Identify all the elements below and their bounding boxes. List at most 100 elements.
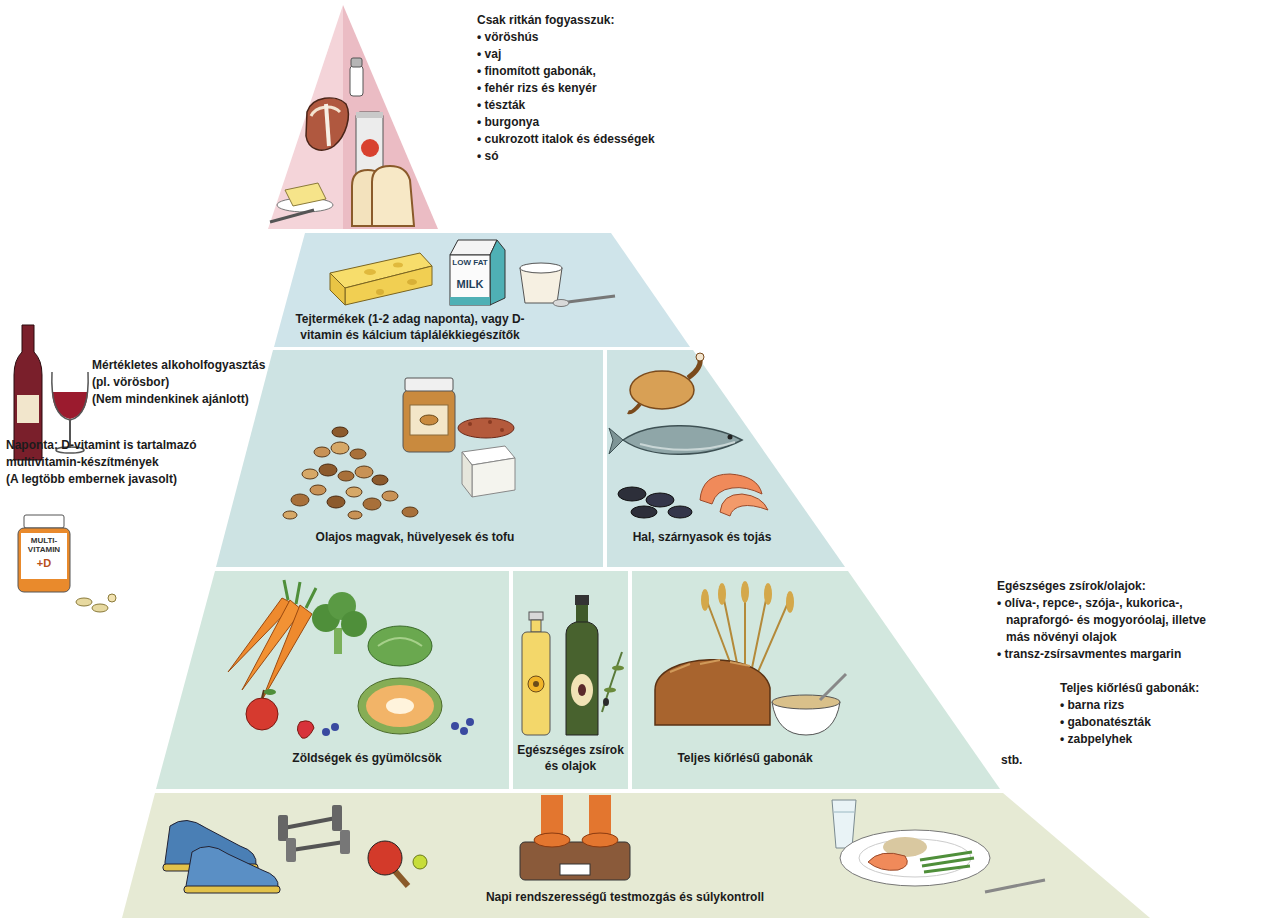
nut-pile-part <box>283 511 297 519</box>
lettuce-part <box>378 638 422 646</box>
bread-slices-part <box>372 166 414 226</box>
melon-part <box>358 678 442 734</box>
nut-pile-part <box>310 485 326 495</box>
feet-on-scale-part <box>520 842 630 880</box>
top-tier-triangle <box>268 5 438 229</box>
oil-bottles-part <box>566 622 598 735</box>
label-slot: • vöröshús <box>477 29 539 46</box>
label-slot: Mértékletes alkoholfogyasztás (pl. vörös… <box>92 357 272 391</box>
list-item: • vöröshús <box>477 29 539 46</box>
peanut-butter-jar-part <box>410 405 448 435</box>
feet-on-scale-part <box>582 833 618 847</box>
berries-part <box>331 723 339 731</box>
package-text: MULTI-VITAMIN <box>23 536 65 554</box>
package-text: LOW FAT <box>452 258 488 267</box>
cheese-part <box>364 269 376 275</box>
lentils-part <box>458 418 514 438</box>
melon <box>358 678 442 734</box>
list-item: • olíva-, repce-, szója-, kukorica-, nap… <box>997 595 1209 646</box>
label-slot: LOW FAT <box>452 258 488 267</box>
note-heading: Csak ritkán fogyasszuk: <box>477 12 614 29</box>
fats-panel: Egészséges zsírok és olajok <box>513 571 628 789</box>
lentils-part <box>488 420 492 424</box>
tier-label: Hal, szárnyasok és tojás <box>612 529 792 545</box>
peanut-butter-jar <box>403 378 455 452</box>
nut-pile-part <box>372 475 388 485</box>
feet-on-scale-part <box>534 833 570 847</box>
milk-carton-part <box>450 255 490 305</box>
wheat-sheaf-part <box>718 583 726 605</box>
vitamin-bottle-part <box>18 528 70 592</box>
lentils-part <box>468 422 472 426</box>
label-slot: (Nem mindenkinek ajánlott) <box>92 391 249 408</box>
label-slot: Teljes kiőrlésű gabonák: <box>1060 680 1199 697</box>
ping-pong-paddle-part <box>413 855 427 869</box>
band-fill <box>156 571 509 789</box>
wheat-sheaf-part <box>786 591 794 613</box>
dinner-plate-part <box>868 853 907 870</box>
list-item: • vaj <box>477 46 501 63</box>
mussels-part <box>646 493 674 507</box>
sneakers-part <box>184 886 280 893</box>
dumbbells-part <box>340 830 350 854</box>
band-fill <box>274 233 690 347</box>
salt-shaker-part <box>351 58 362 67</box>
yogurt-cup-part <box>520 263 562 273</box>
note-heading: Teljes kiőrlésű gabonák: <box>1060 680 1199 697</box>
side-note: (A legtöbb embernek javasolt) <box>6 471 177 488</box>
tier-label: Olajos magvak, hüvelyesek és tofu <box>300 529 530 545</box>
dinner-plate-part <box>840 830 990 886</box>
oil-bottles-part <box>604 688 616 693</box>
milk-carton <box>450 240 505 305</box>
water-glass <box>832 800 856 848</box>
nut-pile-part <box>314 447 330 457</box>
milk-carton-part <box>490 240 505 305</box>
milk-carton-part <box>450 240 497 255</box>
tofu <box>462 446 515 497</box>
peanut-butter-jar-part <box>420 415 438 425</box>
oil-bottles-part <box>531 620 541 632</box>
bread-loaf-part <box>655 660 770 725</box>
nuts-panel: Olajos magvak, hüvelyesek és tofu <box>216 350 603 567</box>
roast-chicken-part <box>630 371 694 409</box>
feet-on-scale-part <box>589 795 611 835</box>
label-slot: Egészséges zsírok/olajok: <box>997 578 1146 595</box>
cheese-part <box>407 279 417 285</box>
label-slot: • fehér rizs és kenyér <box>477 80 597 97</box>
label-slot: +D <box>23 557 65 570</box>
label-slot: • zabpelyhek <box>1060 731 1132 748</box>
list-item: • cukrozott italok és édességek <box>477 131 655 148</box>
tier-label: Tejtermékek (1-2 adag naponta), vagy D-v… <box>290 311 530 343</box>
vitamin-bottle <box>18 515 116 612</box>
nut-pile-part <box>319 464 337 476</box>
steak-part <box>326 104 329 146</box>
label-slot: stb. <box>1001 752 1022 769</box>
wheat-sheaf-part <box>701 589 709 611</box>
berries-part <box>466 718 474 726</box>
lettuce-part <box>368 626 432 666</box>
label-slot: • só <box>477 148 499 165</box>
bread-loaf <box>655 660 770 725</box>
cheese-part <box>376 289 384 295</box>
tier-label: Egészséges zsírok és olajok <box>516 742 625 774</box>
roast-chicken-part <box>696 353 704 361</box>
band-fill <box>632 571 1000 789</box>
note-heading: Egészséges zsírok/olajok: <box>997 578 1146 595</box>
nut-pile-part <box>331 442 349 454</box>
side-note: Mértékletes alkoholfogyasztás (pl. vörös… <box>92 357 272 391</box>
label-slot: Csak ritkán fogyasszuk: <box>477 12 614 29</box>
yogurt-cup-part <box>553 300 569 307</box>
oil-bottles-part <box>529 612 543 620</box>
berries-part <box>322 728 330 736</box>
melon-part <box>386 698 414 714</box>
fish-panel: Hal, szárnyasok és tojás <box>607 350 845 567</box>
label-slot: MILK <box>451 278 489 291</box>
package-text: +D <box>23 557 65 570</box>
list-item: • burgonya <box>477 114 539 131</box>
nut-pile-part <box>327 496 345 508</box>
nut-pile-part <box>338 471 354 481</box>
label-slot: • barna rizs <box>1060 697 1124 714</box>
label-slot: • olíva-, repce-, szója-, kukorica-, nap… <box>997 595 1209 646</box>
list-item: • zabpelyhek <box>1060 731 1132 748</box>
list-item: stb. <box>1001 752 1022 769</box>
